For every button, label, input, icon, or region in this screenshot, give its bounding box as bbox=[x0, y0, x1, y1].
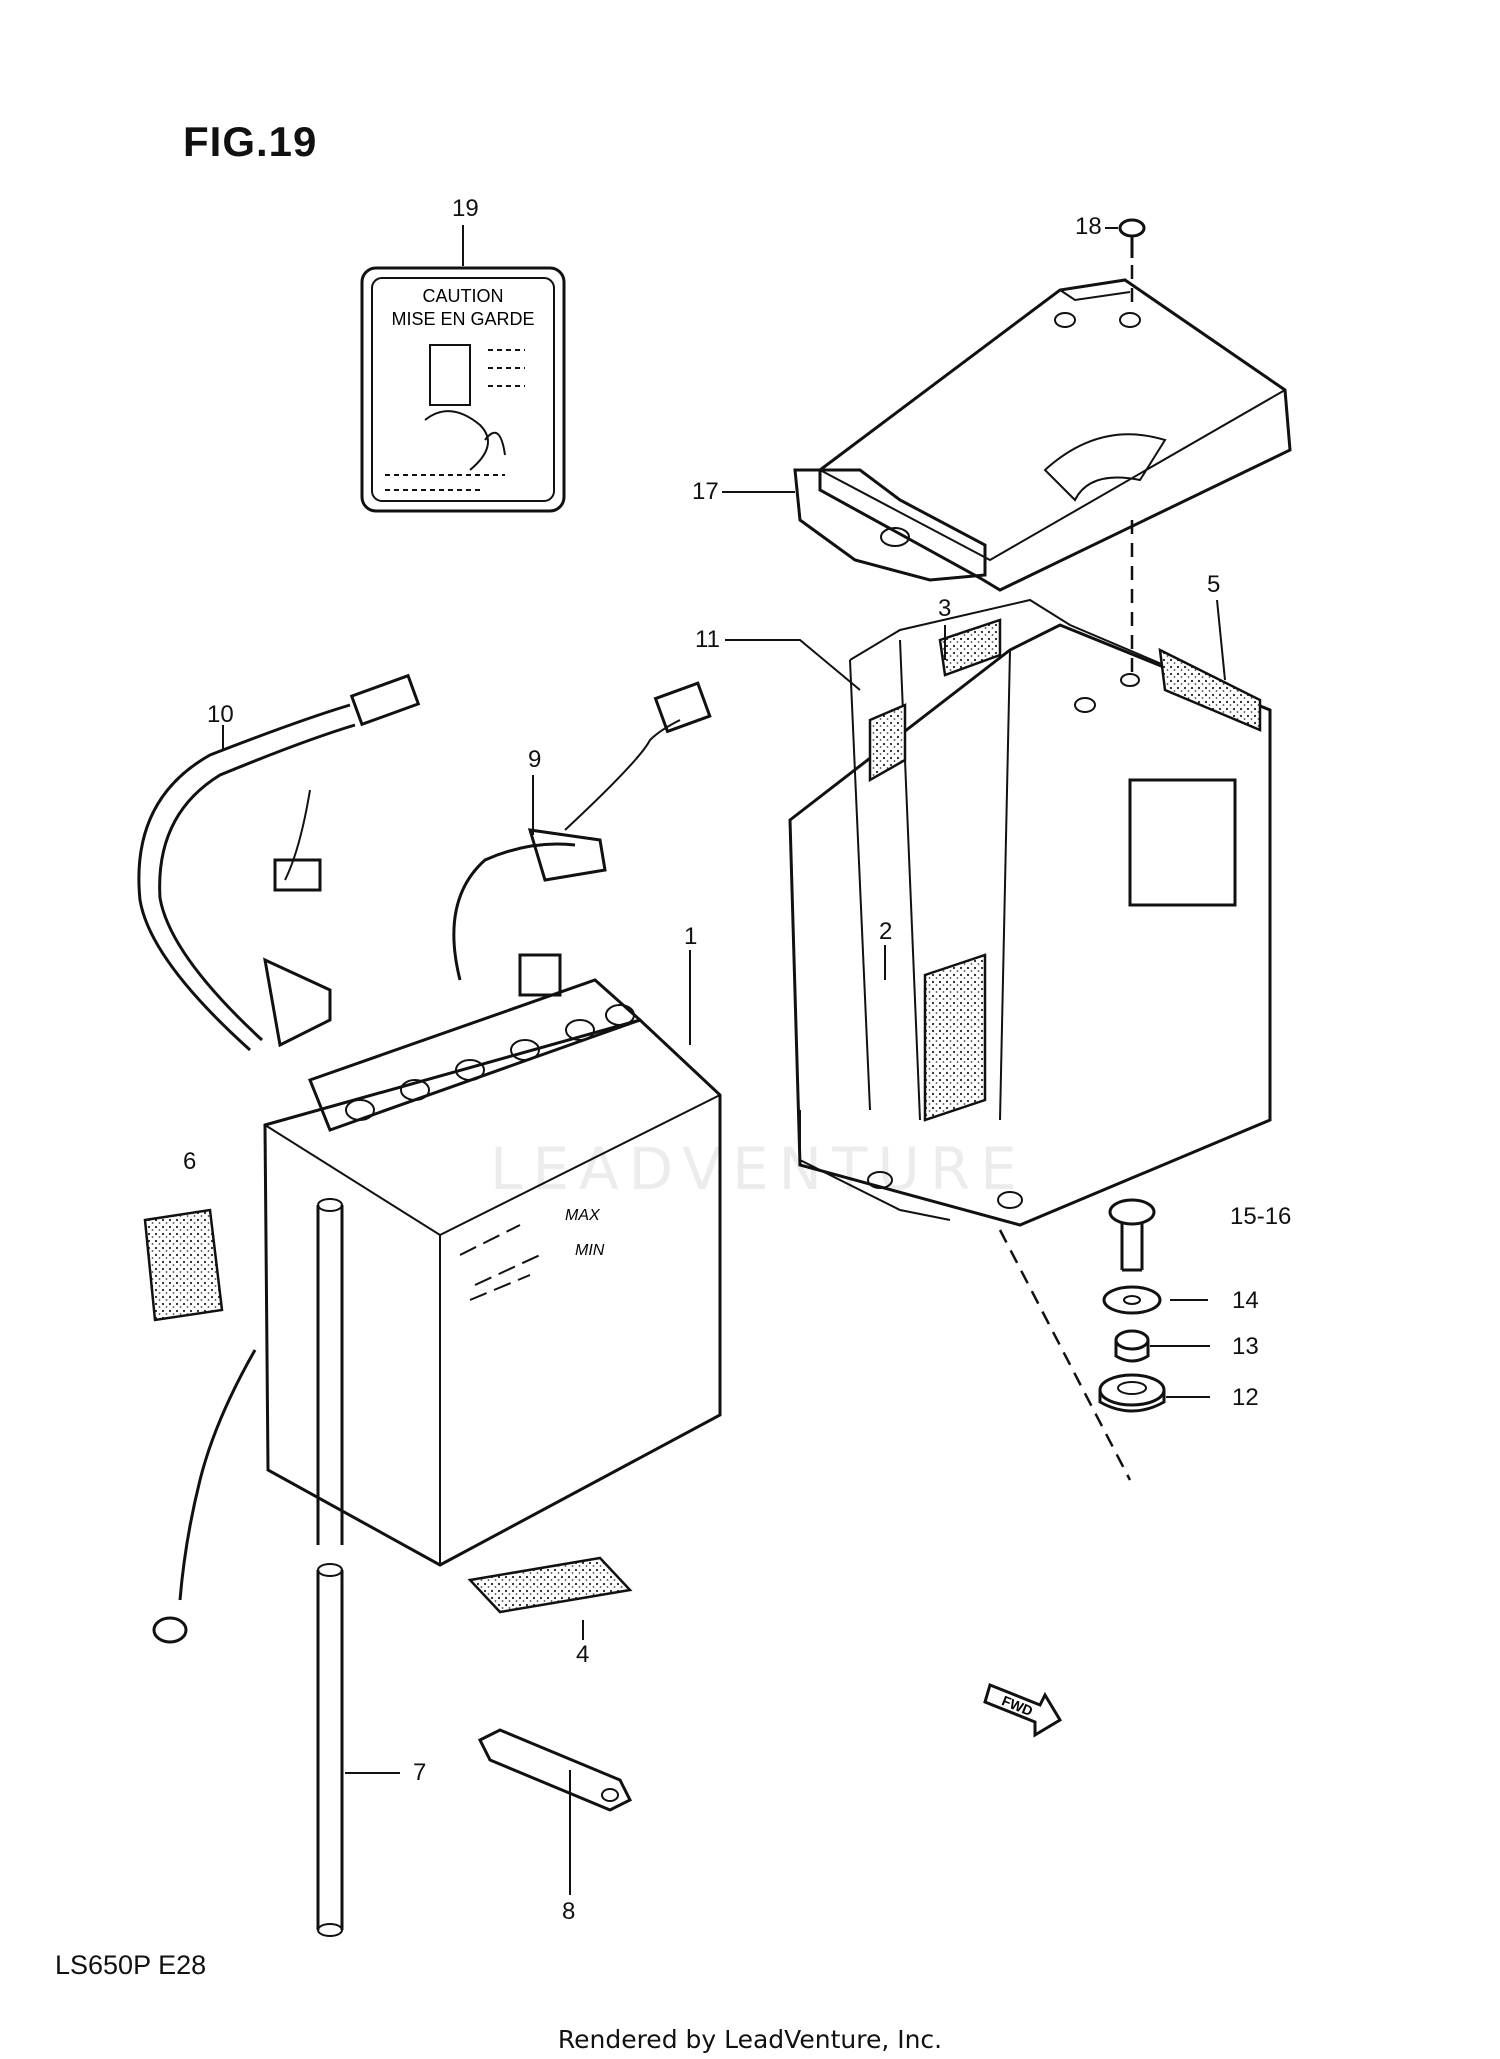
breather-hose-part bbox=[316, 1198, 344, 1937]
watermark: LEADVENTURE bbox=[490, 1135, 1027, 1203]
callout-13: 13 bbox=[1232, 1333, 1259, 1360]
callout-5: 5 bbox=[1207, 571, 1221, 598]
callout-2: 2 bbox=[879, 918, 893, 945]
caution-label-part: CAUTION MISE EN GARDE bbox=[360, 266, 566, 513]
callout-14: 14 bbox=[1232, 1287, 1259, 1314]
callout-19: 19 bbox=[452, 195, 479, 222]
callout-10: 10 bbox=[207, 701, 234, 728]
leader-lines bbox=[222, 225, 1226, 1895]
model-code: LS650P E28 bbox=[55, 1950, 207, 1980]
footer-credit: Rendered by LeadVenture, Inc. bbox=[557, 2025, 943, 2054]
mounting-hardware bbox=[998, 1198, 1166, 1481]
pad-4-part bbox=[467, 1556, 633, 1614]
callout-7: 7 bbox=[413, 1759, 427, 1786]
caution-label-line1: CAUTION bbox=[423, 286, 504, 306]
callout-3: 3 bbox=[938, 595, 952, 622]
ground-lead-part bbox=[152, 1349, 257, 1644]
callout-15-16: 15-16 bbox=[1230, 1203, 1292, 1230]
callout-18: 18 bbox=[1075, 213, 1102, 240]
callout-6: 6 bbox=[183, 1148, 197, 1175]
screw-part bbox=[1118, 218, 1146, 680]
wire-lead-part bbox=[452, 681, 712, 981]
fwd-arrow: FWD bbox=[983, 1682, 1063, 1738]
battery-cable-part bbox=[137, 673, 421, 1052]
caution-label-line2: MISE EN GARDE bbox=[391, 309, 534, 329]
battery-part: MAX MIN bbox=[263, 953, 722, 1567]
callout-17: 17 bbox=[692, 478, 719, 505]
callout-9: 9 bbox=[528, 746, 542, 773]
battery-min-mark: MIN bbox=[575, 1242, 605, 1259]
callout-12: 12 bbox=[1232, 1384, 1259, 1411]
battery-max-mark: MAX bbox=[565, 1207, 601, 1224]
callout-1: 1 bbox=[684, 923, 698, 950]
battery-cover-part bbox=[793, 278, 1292, 592]
holder-band-part bbox=[477, 1728, 633, 1812]
battery-case-part bbox=[788, 598, 1272, 1227]
callout-8: 8 bbox=[562, 1898, 576, 1925]
pad-6-part bbox=[143, 1208, 224, 1322]
callout-11: 11 bbox=[695, 626, 720, 653]
figure-title: FIG.19 bbox=[183, 118, 318, 165]
callout-4: 4 bbox=[576, 1641, 590, 1668]
